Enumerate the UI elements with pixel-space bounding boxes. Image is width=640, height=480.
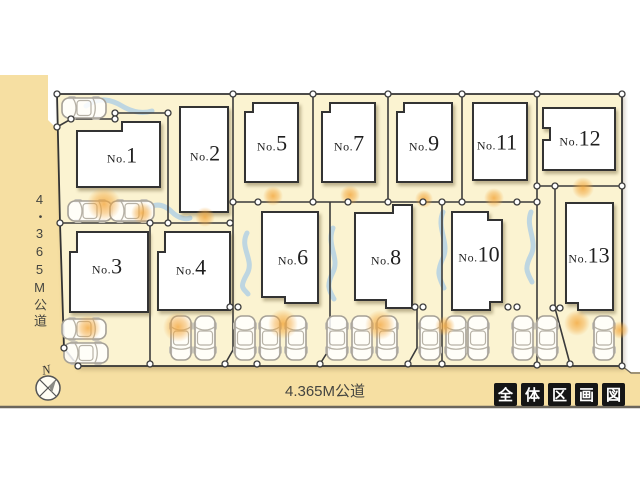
car-icon bbox=[591, 315, 617, 361]
lot-label-no-11: No.11 bbox=[476, 129, 518, 155]
house-no-1 bbox=[76, 121, 161, 188]
road-top-edge-right bbox=[621, 365, 640, 374]
light-glows bbox=[75, 177, 629, 342]
car-icon bbox=[192, 315, 218, 361]
lot-label-no-1: No.1 bbox=[106, 142, 138, 168]
legend-char: 区 bbox=[548, 383, 571, 406]
houses bbox=[69, 102, 616, 313]
car-icon bbox=[510, 315, 536, 361]
lot-label-no-3: No.3 bbox=[91, 253, 123, 279]
house-no-2 bbox=[179, 106, 229, 213]
lot-label-no-12: No.12 bbox=[559, 125, 601, 151]
lot-label-no-13: No.13 bbox=[568, 242, 610, 268]
house-no-4 bbox=[157, 231, 231, 311]
legend-char: 図 bbox=[602, 383, 625, 406]
legend-char: 体 bbox=[521, 383, 544, 406]
house-no-6 bbox=[261, 211, 319, 304]
lot-label-no-7: No.7 bbox=[333, 130, 365, 156]
house-no-9 bbox=[396, 102, 453, 183]
car-icon bbox=[324, 315, 350, 361]
lot-label-no-4: No.4 bbox=[175, 254, 207, 280]
legend-char: 画 bbox=[575, 383, 598, 406]
legend-char: 全 bbox=[494, 383, 517, 406]
road-label-left: 4・365M公道 bbox=[32, 192, 47, 330]
house-no-5 bbox=[244, 102, 299, 183]
house-no-10 bbox=[451, 211, 503, 311]
house-no-3 bbox=[69, 231, 149, 313]
house-no-12 bbox=[542, 107, 616, 171]
lot-label-no-2: No.2 bbox=[189, 140, 221, 166]
house-no-13 bbox=[565, 202, 614, 311]
road-label-bottom: 4.365M公道 bbox=[284, 383, 366, 400]
car-icon bbox=[465, 315, 491, 361]
legend-title: 全 体 区 画 図 bbox=[494, 383, 625, 406]
house-no-7 bbox=[321, 102, 376, 183]
compass-icon bbox=[35, 375, 61, 401]
lot-label-no-5: No.5 bbox=[256, 130, 288, 156]
car-icon bbox=[232, 315, 258, 361]
road-area bbox=[0, 75, 640, 407]
survey-points bbox=[53, 90, 626, 370]
lot-label-no-10: No.10 bbox=[458, 241, 500, 267]
lot-label-no-8: No.8 bbox=[370, 244, 402, 270]
car-icon bbox=[534, 315, 560, 361]
car-icon bbox=[63, 340, 109, 366]
lot-label-no-6: No.6 bbox=[277, 244, 309, 270]
lot-label-no-9: No.9 bbox=[408, 130, 440, 156]
house-no-11 bbox=[472, 102, 528, 181]
